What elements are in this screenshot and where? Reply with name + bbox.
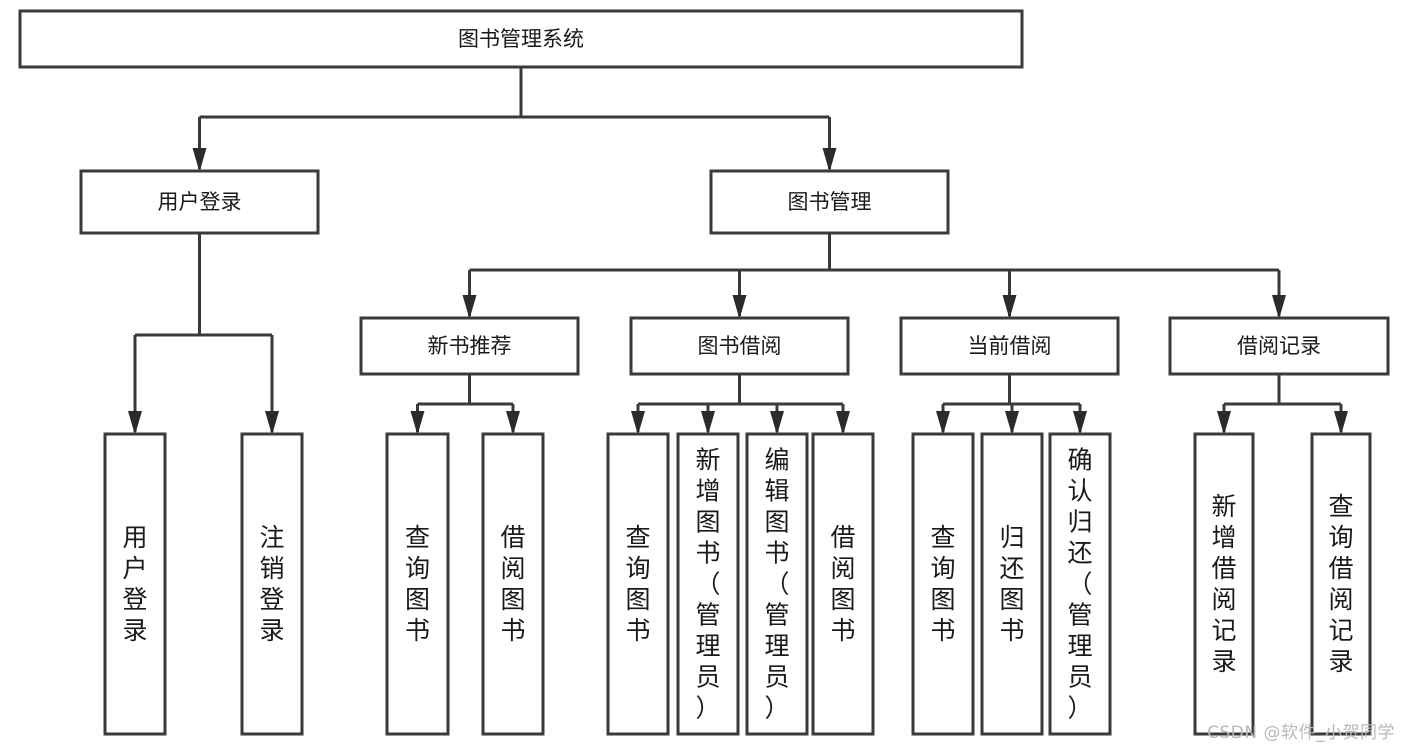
node-book-borrow[interactable]: 图书借阅 bbox=[629, 316, 850, 376]
node-new-book-rec[interactable]: 新书推荐 bbox=[359, 316, 580, 376]
arrow-head bbox=[192, 148, 207, 172]
arrow-head bbox=[770, 411, 784, 435]
arrow-head bbox=[1005, 411, 1019, 435]
node-leaf-borrow-book-1-label: 借阅图书 bbox=[500, 523, 525, 645]
node-leaf-query-book-2[interactable]: 查询图书 bbox=[606, 432, 670, 736]
node-leaf-borrow-book-2-box[interactable] bbox=[811, 432, 875, 736]
node-leaf-add-book-label: 新增图书（管理员） bbox=[695, 446, 720, 723]
node-current-borrow-box[interactable] bbox=[899, 316, 1120, 376]
node-leaf-confirm-return-box[interactable] bbox=[1048, 432, 1112, 736]
arrow-head bbox=[936, 411, 950, 435]
node-leaf-borrow-book-1-box[interactable] bbox=[481, 432, 545, 736]
node-book-borrow-box[interactable] bbox=[629, 316, 850, 376]
arrow-head bbox=[128, 411, 142, 435]
node-root-system-label: 图书管理系统 bbox=[458, 27, 584, 51]
node-leaf-logout-label: 注销登录 bbox=[259, 523, 284, 645]
node-leaf-edit-book-box[interactable] bbox=[745, 432, 809, 736]
node-leaf-logout[interactable]: 注销登录 bbox=[240, 432, 304, 736]
node-leaf-confirm-return[interactable]: 确认归还（管理员） bbox=[1048, 432, 1112, 736]
node-book-manage[interactable]: 图书管理 bbox=[709, 169, 950, 235]
node-leaf-add-record-box[interactable] bbox=[1193, 432, 1255, 736]
node-new-book-rec-label: 新书推荐 bbox=[428, 334, 512, 358]
node-leaf-borrow-book-2-label: 借阅图书 bbox=[830, 523, 855, 645]
node-leaf-query-book-1[interactable]: 查询图书 bbox=[385, 432, 450, 736]
arrow-head bbox=[631, 411, 645, 435]
node-leaf-query-book-3-label: 查询图书 bbox=[930, 523, 955, 645]
node-book-manage-label: 图书管理 bbox=[788, 190, 872, 214]
node-leaf-query-book-2-label: 查询图书 bbox=[625, 523, 650, 645]
node-borrow-record-label: 借阅记录 bbox=[1237, 334, 1321, 358]
node-leaf-query-book-3[interactable]: 查询图书 bbox=[911, 432, 975, 736]
node-leaf-add-record-label: 新增借阅记录 bbox=[1211, 492, 1236, 676]
node-current-borrow[interactable]: 当前借阅 bbox=[899, 316, 1120, 376]
node-leaf-add-book-box[interactable] bbox=[676, 432, 740, 736]
connector-layer bbox=[128, 67, 1348, 435]
node-current-borrow-label: 当前借阅 bbox=[968, 334, 1052, 358]
node-leaf-add-record[interactable]: 新增借阅记录 bbox=[1193, 432, 1255, 736]
arrow-head bbox=[410, 411, 425, 435]
node-leaf-return-book-box[interactable] bbox=[980, 432, 1044, 736]
arrow-head bbox=[1334, 411, 1348, 435]
arrow-head bbox=[1073, 411, 1087, 435]
node-leaf-query-book-2-box[interactable] bbox=[606, 432, 670, 736]
node-leaf-query-record-box[interactable] bbox=[1310, 432, 1372, 736]
node-layer: 图书管理系统用户登录图书管理新书推荐图书借阅当前借阅借阅记录用户登录注销登录查询… bbox=[18, 9, 1390, 736]
arrow-head bbox=[822, 148, 837, 172]
node-borrow-record-box[interactable] bbox=[1168, 316, 1390, 376]
node-new-book-rec-box[interactable] bbox=[359, 316, 580, 376]
node-leaf-user-login-label: 用户登录 bbox=[122, 523, 147, 645]
node-leaf-user-login-box[interactable] bbox=[103, 432, 167, 736]
node-borrow-record[interactable]: 借阅记录 bbox=[1168, 316, 1390, 376]
node-leaf-add-book[interactable]: 新增图书（管理员） bbox=[676, 432, 740, 736]
arrow-head bbox=[265, 411, 279, 435]
node-leaf-return-book-label: 归还图书 bbox=[999, 523, 1024, 645]
node-leaf-user-login[interactable]: 用户登录 bbox=[103, 432, 167, 736]
node-leaf-borrow-book-1[interactable]: 借阅图书 bbox=[481, 432, 545, 736]
node-leaf-confirm-return-label: 确认归还（管理员） bbox=[1067, 446, 1092, 723]
node-leaf-edit-book-label: 编辑图书（管理员） bbox=[764, 446, 789, 723]
arrow-head bbox=[732, 295, 747, 319]
node-user-login-label: 用户登录 bbox=[158, 190, 242, 214]
node-leaf-borrow-book-2[interactable]: 借阅图书 bbox=[811, 432, 875, 736]
arrow-head bbox=[462, 295, 477, 319]
node-user-login[interactable]: 用户登录 bbox=[79, 169, 320, 235]
node-book-borrow-label: 图书借阅 bbox=[698, 334, 782, 358]
arrow-head bbox=[1002, 295, 1017, 319]
node-book-manage-box[interactable] bbox=[709, 169, 950, 235]
node-root-system-box[interactable] bbox=[18, 9, 1024, 69]
node-leaf-query-book-3-box[interactable] bbox=[911, 432, 975, 736]
node-leaf-query-record[interactable]: 查询借阅记录 bbox=[1310, 432, 1372, 736]
node-leaf-query-book-1-box[interactable] bbox=[385, 432, 450, 736]
node-leaf-logout-box[interactable] bbox=[240, 432, 304, 736]
node-leaf-return-book[interactable]: 归还图书 bbox=[980, 432, 1044, 736]
node-leaf-query-book-1-label: 查询图书 bbox=[405, 523, 430, 645]
arrow-head bbox=[1272, 295, 1286, 319]
arrow-head bbox=[836, 411, 850, 435]
arrow-head bbox=[701, 411, 715, 435]
arrow-head bbox=[1217, 411, 1231, 435]
node-leaf-edit-book[interactable]: 编辑图书（管理员） bbox=[745, 432, 809, 736]
node-root-system[interactable]: 图书管理系统 bbox=[18, 9, 1024, 69]
arrow-head bbox=[506, 411, 520, 435]
node-user-login-box[interactable] bbox=[79, 169, 320, 235]
node-leaf-query-record-label: 查询借阅记录 bbox=[1328, 492, 1353, 676]
